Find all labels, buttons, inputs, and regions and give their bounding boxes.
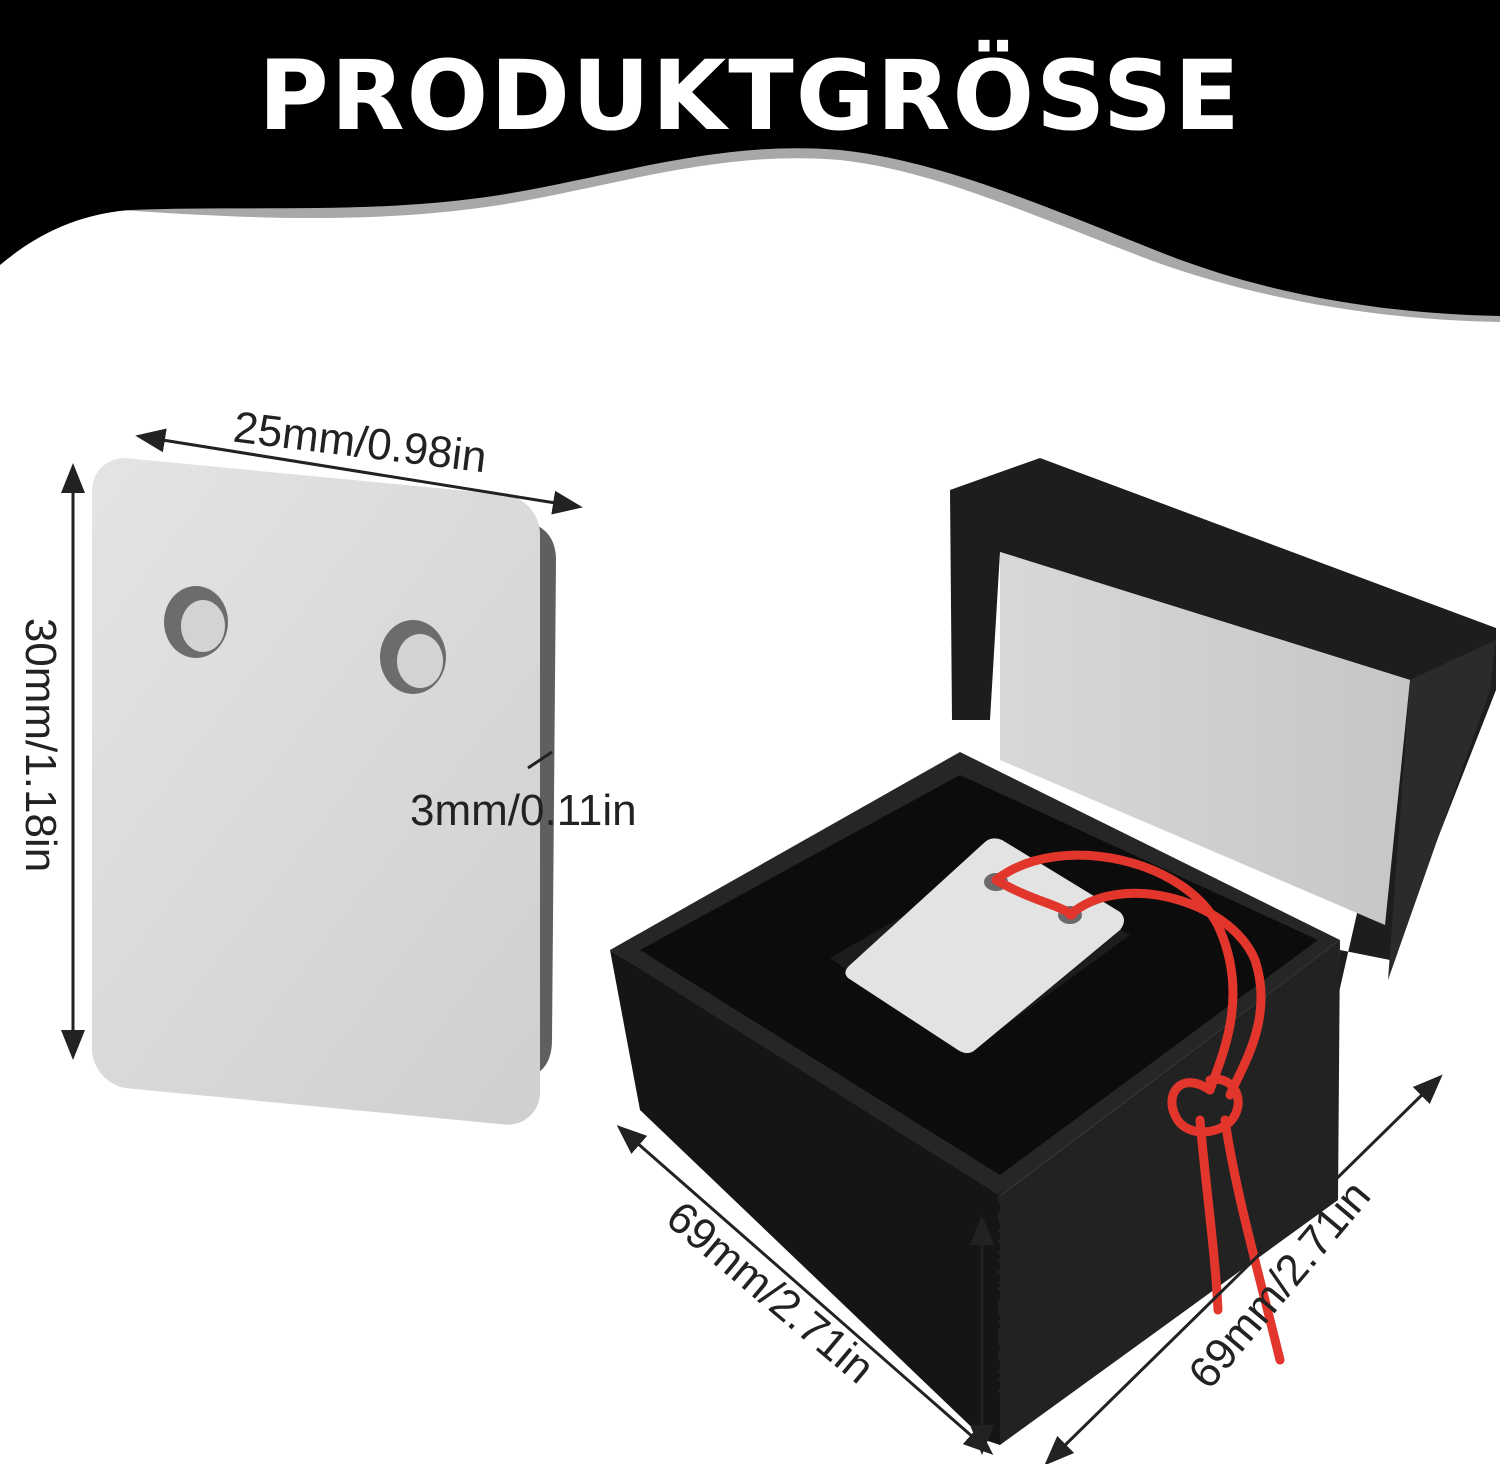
boxed-plate [845,838,1124,1053]
metal-plate [92,458,556,1125]
header-banner [0,0,1500,345]
plate-dimension-lines [61,428,583,1060]
plate-thickness-label: 3mm/0.11in [410,786,637,835]
box-height-label: 33mm/1.29in [990,1186,1031,1396]
lid-mirror [1000,552,1410,925]
plate-height-label: 30mm/1.18in [16,617,65,873]
page-title: PRODUKTGRÖSSE [258,40,1242,152]
box-dimension-lines [616,1074,1443,1464]
box-lid [950,458,1496,1120]
